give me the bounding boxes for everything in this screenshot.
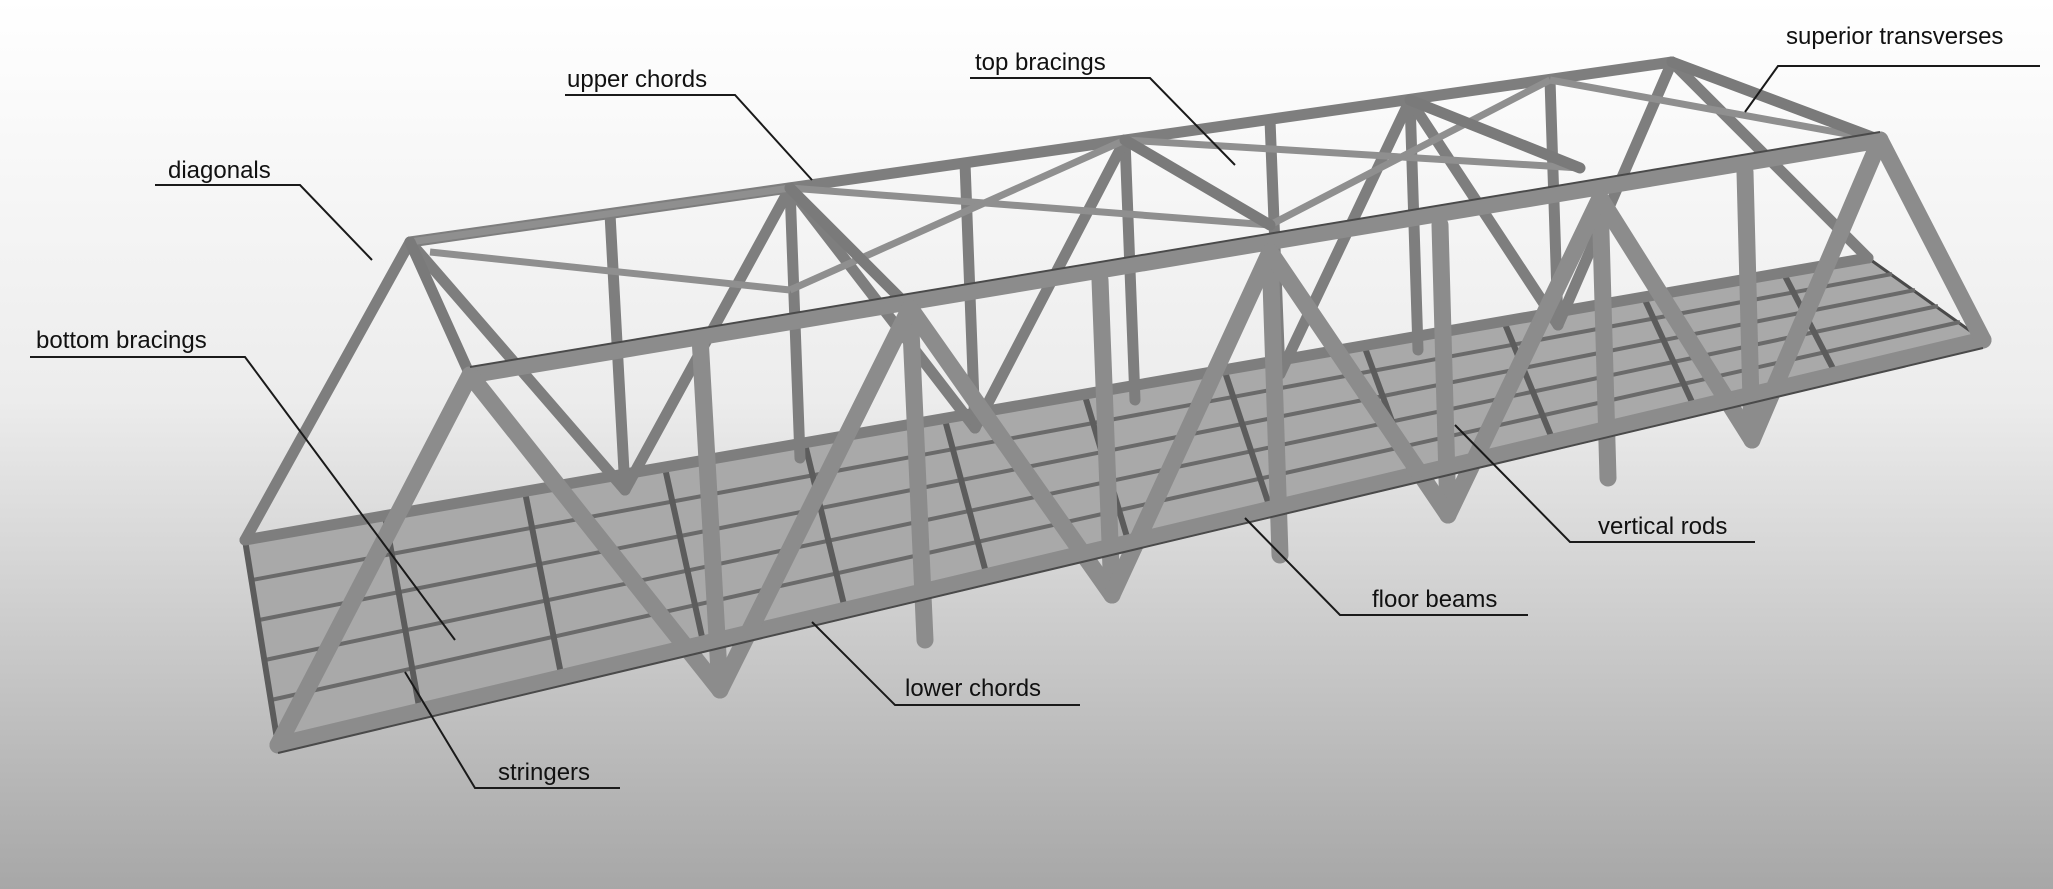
front-diagonal xyxy=(1439,189,1609,524)
superior-transverse xyxy=(404,236,476,381)
floor-beam xyxy=(942,419,991,581)
front-end-post xyxy=(1871,131,1992,349)
front-end-post xyxy=(269,366,479,754)
leader-upper-chords xyxy=(565,94,813,181)
floor-beam xyxy=(1642,298,1701,417)
top-bracing xyxy=(409,184,791,246)
front-diagonal xyxy=(1261,243,1457,524)
leader-floor-beams xyxy=(1244,517,1528,616)
labels: superior transverses upper chords top br… xyxy=(36,23,2003,786)
floor-beam xyxy=(382,515,423,713)
front-diagonal xyxy=(461,366,729,699)
leader-vertical-rods xyxy=(1454,424,1755,543)
leader-superior-transverses xyxy=(1744,65,2040,113)
top-bracing xyxy=(1124,136,1581,172)
superior-transverse xyxy=(1119,134,1276,231)
front-upper-chord-edge xyxy=(469,131,1881,368)
front-truss xyxy=(269,131,1992,754)
leader-lines xyxy=(30,65,2040,789)
label-upper-chords: upper chords xyxy=(567,66,707,93)
leader-bottom-bracings xyxy=(30,356,456,641)
label-bottom-bracings: bottom bracings xyxy=(36,327,207,354)
front-vertical xyxy=(1261,243,1289,564)
stringer xyxy=(258,288,1916,622)
stringer xyxy=(251,272,1893,582)
front-vertical xyxy=(1431,216,1457,524)
top-bracing xyxy=(789,184,1271,229)
label-superior-transverses: superior transverses xyxy=(1786,23,2003,50)
floor-beam xyxy=(1782,274,1843,384)
top-bracing xyxy=(429,248,791,294)
front-vertical xyxy=(1591,189,1617,487)
front-diagonal xyxy=(711,299,919,699)
superior-transverse xyxy=(784,182,916,314)
leader-diagonals xyxy=(155,184,373,261)
floor-beam xyxy=(522,491,565,680)
bridge-structure xyxy=(239,56,1992,754)
label-floor-beams: floor beams xyxy=(1372,586,1497,613)
front-diagonal xyxy=(901,299,1121,604)
floor-beam xyxy=(802,443,849,614)
label-lower-chords: lower chords xyxy=(905,675,1041,702)
leader-stringers xyxy=(404,671,620,789)
front-vertical xyxy=(1091,271,1121,604)
front-vertical xyxy=(1736,163,1761,449)
superior-transverse xyxy=(1404,94,1586,174)
label-diagonals: diagonals xyxy=(168,157,271,184)
leader-lower-chords xyxy=(811,621,1080,706)
floor-beam xyxy=(662,467,707,647)
front-vertical xyxy=(901,299,934,649)
floor-beam xyxy=(1502,322,1559,450)
back-diagonal xyxy=(1552,56,1678,331)
front-diagonal xyxy=(1743,131,1889,449)
back-end-post xyxy=(239,236,416,546)
front-diagonal xyxy=(1103,243,1279,604)
top-bracing xyxy=(1268,76,1552,229)
leader-top-bracings xyxy=(970,77,1236,166)
floor-beam xyxy=(1222,371,1275,515)
top-bracing xyxy=(788,136,1127,294)
front-truss-edges xyxy=(277,131,1984,754)
label-stringers: stringers xyxy=(498,759,590,786)
superior-transverses-group xyxy=(404,56,1886,381)
front-diagonal xyxy=(1591,189,1761,449)
floor-beam xyxy=(242,539,281,746)
top-bracings-group xyxy=(409,76,1881,294)
front-lower-chord-edge xyxy=(277,347,1984,754)
label-vertical-rods: vertical rods xyxy=(1598,513,1727,540)
superior-transverse xyxy=(1666,56,1886,146)
top-bracing xyxy=(1549,76,1881,144)
front-vertical xyxy=(691,328,729,699)
label-top-bracings: top bracings xyxy=(975,49,1106,76)
